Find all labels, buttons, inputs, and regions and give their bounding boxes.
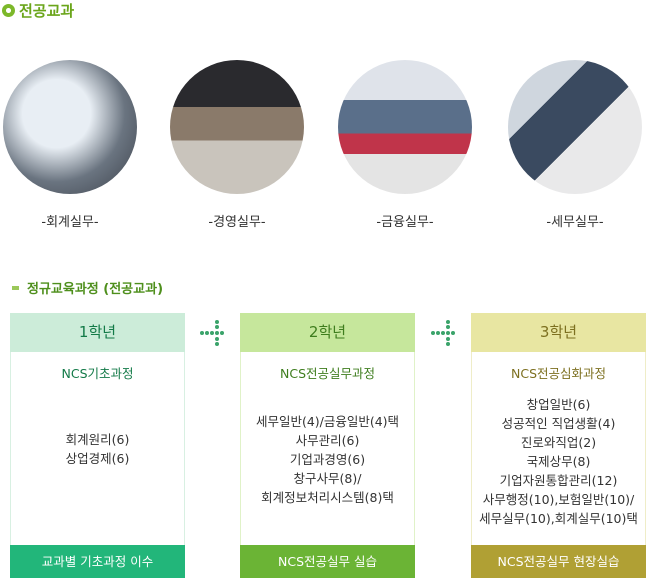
section-title: 전공교과 [2, 0, 74, 21]
subject: 창구사무(8)/ [293, 471, 362, 486]
year-footer: NCS전공실무 현장실습 [471, 545, 646, 578]
connector-dot [446, 325, 450, 329]
connector-dot [215, 342, 219, 346]
curriculum-title: 정규교육과정 (전공교과) [12, 278, 163, 297]
subject: 진로와직업(2) [520, 435, 597, 450]
photo-management [170, 60, 304, 194]
photo-accounting [3, 60, 137, 194]
connector-dot [215, 337, 219, 341]
year-column-1: 1학년 NCS기초과정 회계원리(6) 상업경제(6) 교과별 기초과정 이수 [10, 313, 185, 578]
subject: 사무행정(10),보험일반(10)/ [482, 492, 635, 507]
year-header: 2학년 [240, 313, 415, 352]
arrow-connector-icon [200, 320, 226, 346]
connector-dot [215, 325, 219, 329]
connector-dot [446, 337, 450, 341]
subject: 회계원리(6) [65, 432, 130, 447]
course-name: NCS전공실무과정 [279, 366, 375, 381]
connector-dot [210, 331, 214, 335]
year-body: NCS전공실무과정 세무일반(4)/금융일반(4)택 사무관리(6) 기업과경영… [240, 352, 415, 545]
subject: 세무실무(10),회계실무(10)택 [479, 511, 638, 526]
year-column-3: 3학년 NCS전공심화과정 창업일반(6) 성공적인 직업생활(4) 진로와직업… [471, 313, 646, 578]
photo-finance [338, 60, 472, 194]
photo-tax [508, 60, 642, 194]
photo-label: -회계실무- [41, 215, 99, 230]
connector-dot [446, 342, 450, 346]
year-column-2: 2학년 NCS전공실무과정 세무일반(4)/금융일반(4)택 사무관리(6) 기… [240, 313, 415, 578]
bullet-icon [2, 4, 15, 17]
connector-dot [200, 331, 204, 335]
subject: 성공적인 직업생활(4) [501, 416, 616, 431]
connector-dot [446, 320, 450, 324]
year-body: NCS전공심화과정 창업일반(6) 성공적인 직업생활(4) 진로와직업(2) … [471, 352, 646, 545]
subject: 세무일반(4)/금융일반(4)택 [255, 414, 400, 429]
year-footer: 교과별 기초과정 이수 [10, 545, 185, 578]
photo-label: -경영실무- [208, 215, 266, 230]
connector-dot [441, 331, 445, 335]
connector-dot [431, 331, 435, 335]
subject: 사무관리(6) [295, 433, 360, 448]
arrow-icon [12, 285, 19, 290]
year-header: 3학년 [471, 313, 646, 352]
year-footer: NCS전공실무 실습 [240, 545, 415, 578]
photo-label: -금융실무- [376, 215, 434, 230]
year-header: 1학년 [10, 313, 185, 352]
subject: 국제상무(8) [526, 454, 591, 469]
connector-dot [205, 331, 209, 335]
course-name: NCS전공심화과정 [510, 366, 606, 381]
connector-dot [220, 331, 224, 335]
subject: 회계정보처리시스템(8)택 [261, 490, 394, 505]
arrow-connector-icon [431, 320, 457, 346]
subject: 기업과경영(6) [289, 452, 366, 467]
connector-dot [436, 331, 440, 335]
subject: 기업자원통합관리(12) [499, 473, 618, 488]
year-body: NCS기초과정 회계원리(6) 상업경제(6) [10, 352, 185, 545]
course-name: NCS기초과정 [61, 366, 134, 381]
connector-dot [446, 331, 450, 335]
photo-label: -세무실무- [546, 215, 604, 230]
connector-dot [215, 331, 219, 335]
subject: 창업일반(6) [526, 397, 591, 412]
connector-dot [451, 331, 455, 335]
subject: 상업경제(6) [65, 451, 130, 466]
connector-dot [215, 320, 219, 324]
